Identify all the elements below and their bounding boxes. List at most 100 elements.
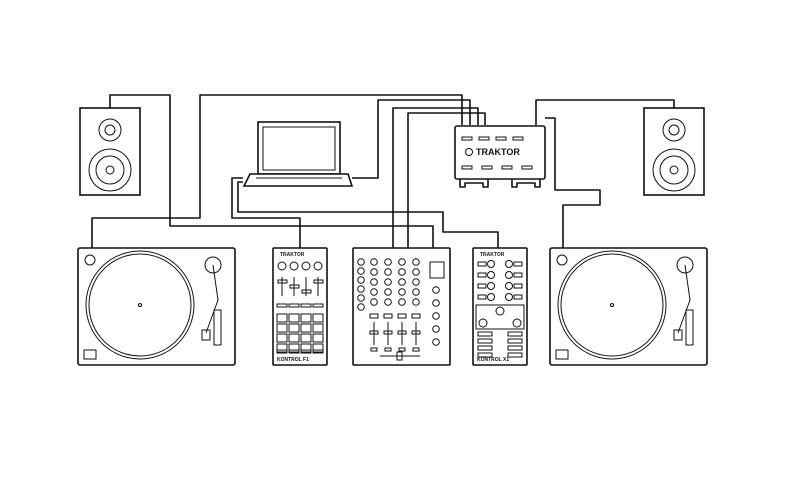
x1-encoder [495,306,505,316]
platter [85,250,195,360]
platter-edge [560,253,664,357]
mixer-knob [384,258,392,266]
f1-button [312,303,324,308]
x1-knob [505,293,513,301]
mixer-display [429,261,445,279]
mixer-knob [384,298,392,306]
f1-fader-cap [301,289,312,294]
f1-pad [312,333,324,343]
mixer-knob [432,325,440,333]
cable-right-turntable [545,117,601,248]
mixer-knob [384,278,392,286]
cable-right-speaker [535,99,675,125]
f1-button [300,303,312,308]
laptop [242,121,354,187]
start-knob [84,254,96,266]
f1-pad [300,323,312,333]
mixer-button [397,313,407,319]
x1-button [477,283,487,289]
mixer-knob [357,303,365,311]
f1-button [300,349,312,354]
mixer-knob [398,258,406,266]
platter [557,250,667,360]
mixer-knob [370,278,378,286]
cable-x1-usb [237,181,499,248]
x1-button [507,331,523,337]
right-speaker [643,107,705,196]
start-knob [556,254,568,266]
x1-button [477,331,493,337]
f1-pad [300,333,312,343]
x1-button [477,272,487,278]
interface-label [461,136,473,141]
x1-button [513,294,523,300]
mixer-knob [412,278,420,286]
x1-button [477,345,493,351]
cable-mixer-in-a [392,107,479,248]
cue-button [370,347,378,352]
interface-label [512,136,524,141]
x1-button [513,283,523,289]
mixer-knob [357,294,365,302]
f1-pad [276,313,288,323]
turntable-body [549,247,708,366]
cable-left-speaker [109,94,434,248]
pitch-fader [685,309,694,346]
cue-button [412,347,420,352]
platter-edge [88,253,192,357]
f1-fader-cap [313,279,324,284]
f1-pad [276,343,288,353]
x1-button [513,261,523,267]
x1-knob [487,293,495,301]
f1-knob [277,261,287,271]
mixer-knob [357,258,365,266]
mixer-knob [370,258,378,266]
f1-pad [300,313,312,323]
x1-button [507,345,523,351]
mixer-knob [384,288,392,296]
x1-button [477,338,493,344]
f1-button [276,349,288,354]
f1-pad [312,313,324,323]
start-button [555,349,569,360]
interface-label [521,165,533,170]
mixer-knob [432,286,440,294]
interface-label [501,165,513,170]
cable-laptop-usb [352,99,471,179]
mixer-knob [432,299,440,307]
x1-knob [505,282,513,290]
f1-fader-cap [289,284,300,289]
fader-cap [369,330,379,335]
x1-brand: TRAKTOR [480,252,505,258]
x1-transport-panel [475,304,525,330]
mixer [352,247,451,366]
cue-button [384,347,392,352]
mixer-knob [384,268,392,276]
audio-interface: TRAKTOR [454,125,546,188]
f1-pad [276,333,288,343]
mixer-knob [398,288,406,296]
f1-button [312,349,324,354]
mixer-knob [370,298,378,306]
interface-label [481,165,493,170]
f1-pad [288,313,300,323]
x1-button [507,338,523,344]
tonearm-base [204,256,222,274]
start-button [83,349,97,360]
cue-button [398,347,406,352]
mixer-knob [412,298,420,306]
mixer-button [411,313,421,319]
cable-f1-usb [231,177,301,248]
interface-brand: TRAKTOR [476,147,520,157]
crossfader-cap [396,351,403,361]
x1-knob [487,260,495,268]
mixer-knob [370,268,378,276]
mixer-knob [370,288,378,296]
x1-button [507,352,523,358]
x1-knob [505,271,513,279]
fader-cap [397,330,407,335]
mixer-knob [398,298,406,306]
spindle [610,303,614,307]
mixer-knob [412,258,420,266]
mixer-button [369,313,379,319]
